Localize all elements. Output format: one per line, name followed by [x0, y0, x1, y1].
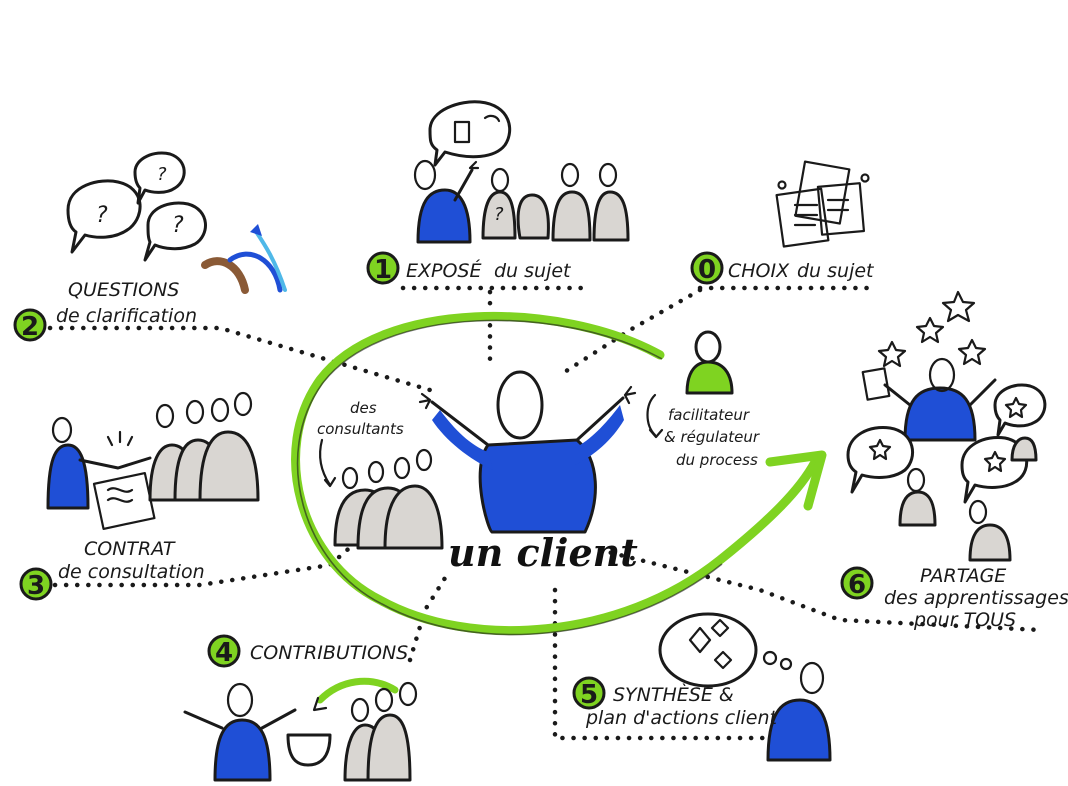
- step-6-subtitle: des apprentissages: [884, 587, 1068, 609]
- step-1-badge: 1: [366, 251, 400, 285]
- step-1-title: EXPOSÉ: [406, 259, 482, 282]
- step-5-subtitle: plan d'actions client: [585, 707, 779, 729]
- facilitator-line1: facilitateur: [668, 406, 750, 424]
- svg-text:2: 2: [21, 312, 39, 342]
- client-figure: [418, 370, 637, 534]
- dotted-connectors: [47, 285, 1043, 741]
- step-1-illustration: ?: [413, 100, 630, 244]
- step-2-subtitle: de clarification: [56, 305, 197, 327]
- step-5-badge: 5: [572, 676, 606, 710]
- svg-text:0: 0: [698, 255, 716, 285]
- step-0-subtitle: du sujet: [797, 260, 875, 282]
- svg-text:?: ?: [157, 164, 167, 185]
- step-5-illustration: [658, 612, 832, 762]
- step-4-illustration: [183, 677, 418, 782]
- svg-text:1: 1: [374, 255, 392, 285]
- svg-text:?: ?: [96, 203, 108, 228]
- step-2-badge: 2: [13, 308, 47, 342]
- consultants-group: [319, 438, 444, 550]
- step-6-title: PARTAGE: [920, 565, 1006, 587]
- facilitator-figure: [646, 330, 734, 439]
- step-3-illustration: [46, 391, 260, 530]
- step-2-illustration: ? ? ?: [66, 151, 287, 294]
- svg-text:4: 4: [215, 638, 233, 668]
- process-loop-arrow: [291, 311, 820, 636]
- facilitator-line3: du process: [676, 451, 758, 469]
- consultants-label-1: des: [350, 399, 377, 417]
- step-6-badge: 6: [840, 566, 874, 600]
- step-0-title: CHOIX: [728, 260, 790, 282]
- step-3-subtitle: de consultation: [58, 561, 205, 583]
- step-1-subtitle: du sujet: [494, 260, 572, 282]
- svg-text:3: 3: [27, 571, 45, 601]
- loop-arrowhead: [765, 450, 827, 511]
- center-title: un client: [448, 530, 638, 575]
- step-6-subtitle-2: pour TOUS: [913, 609, 1016, 631]
- step-3-badge: 3: [19, 567, 53, 601]
- svg-text:?: ?: [172, 213, 184, 238]
- step-0-badge: 0: [690, 251, 724, 285]
- svg-text:?: ?: [494, 204, 504, 225]
- consultants-label-2: consultants: [317, 420, 404, 438]
- step-5-title: SYNTHÈSE &: [613, 683, 734, 706]
- step-3-title: CONTRAT: [84, 538, 176, 560]
- svg-text:5: 5: [580, 680, 598, 710]
- step-4-badge: 4: [207, 634, 241, 668]
- facilitator-line2: & régulateur: [664, 428, 760, 446]
- step-2-title: QUESTIONS: [68, 279, 179, 301]
- step-6-illustration: [846, 290, 1047, 562]
- svg-text:6: 6: [848, 570, 866, 600]
- step-0-illustration: [775, 160, 870, 248]
- step-4-title: CONTRIBUTIONS: [250, 642, 408, 664]
